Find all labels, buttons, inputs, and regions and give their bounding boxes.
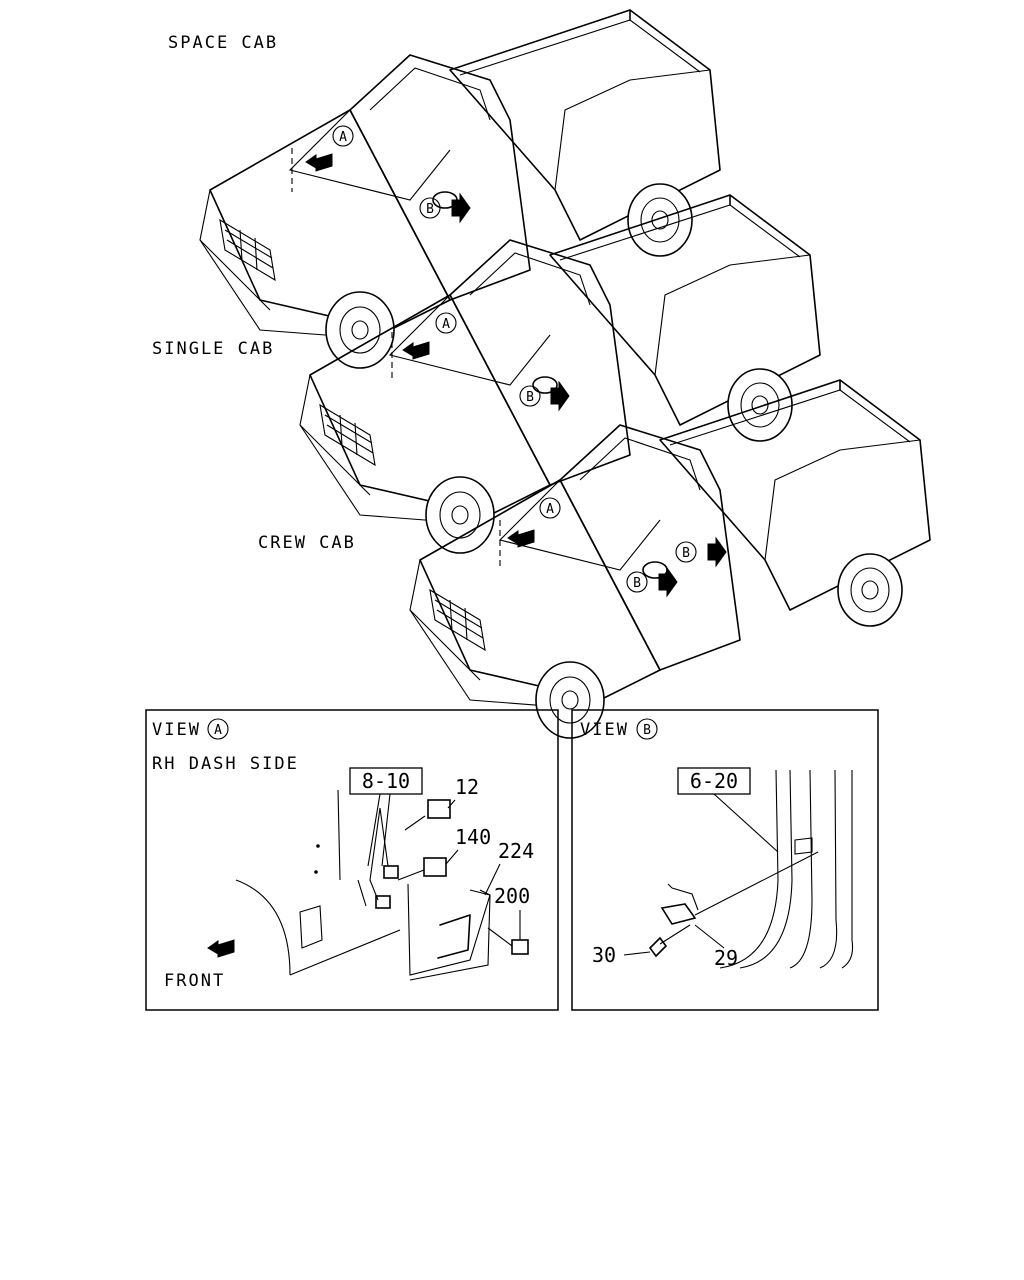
callout-140: 140 (455, 825, 491, 849)
callout-12: 12 (455, 775, 479, 799)
view-a-arrow-icon (402, 341, 430, 360)
callout-224: 224 (498, 839, 534, 863)
callout-29: 29 (714, 946, 738, 970)
view-a-arrow-icon (507, 529, 535, 548)
view-b-panel: VIEW B 6-20 30 29 (571, 709, 879, 1011)
view-a-title-marker: A (214, 723, 222, 738)
view-b-marker: B (633, 576, 641, 591)
view-b-title-marker: B (643, 723, 651, 738)
front-label: FRONT (164, 971, 225, 991)
crew-cab-truck: CREW CAB A B B (258, 379, 931, 739)
front-arrow-icon (207, 939, 235, 958)
view-a-marker: A (339, 130, 347, 145)
crew-cab-label: CREW CAB (258, 533, 356, 553)
view-a-title: VIEW (152, 720, 201, 740)
callout-6-20: 6-20 (690, 769, 738, 793)
view-b-marker: B (682, 546, 690, 561)
view-a-marker: A (442, 317, 450, 332)
single-cab-truck: SINGLE CAB A B (152, 194, 821, 554)
view-a-subtitle: RH DASH SIDE (152, 754, 299, 774)
callout-200: 200 (494, 884, 530, 908)
view-a-marker: A (546, 502, 554, 517)
view-b-marker: B (526, 390, 534, 405)
view-b-arrow-icon (707, 537, 727, 567)
callout-30: 30 (592, 943, 616, 967)
view-a-arrow-icon (305, 153, 333, 172)
space-cab-truck: SPACE CAB A B (168, 9, 721, 369)
view-b-marker: B (426, 202, 434, 217)
view-a-panel: VIEW A RH DASH SIDE FRONT 8-10 12 (145, 709, 559, 1011)
space-cab-label: SPACE CAB (168, 33, 278, 53)
view-b-title: VIEW (580, 720, 629, 740)
callout-8-10: 8-10 (362, 769, 410, 793)
single-cab-label: SINGLE CAB (152, 339, 274, 359)
